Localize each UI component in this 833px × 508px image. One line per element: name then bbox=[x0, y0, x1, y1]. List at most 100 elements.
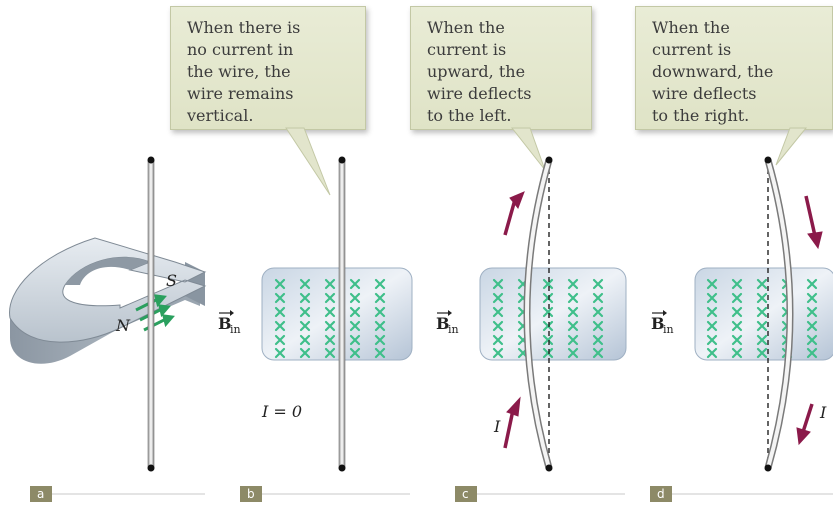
field-subscript-c: in bbox=[448, 323, 459, 336]
field-into-page-x-mark bbox=[756, 334, 768, 346]
field-into-page-x-mark bbox=[567, 347, 579, 359]
callout-pointer-c bbox=[510, 127, 546, 171]
field-into-page-x-mark bbox=[542, 292, 554, 304]
field-into-page-x-mark bbox=[324, 278, 336, 290]
field-into-page-x-mark bbox=[542, 320, 554, 332]
field-label-d: B bbox=[651, 314, 665, 333]
field-into-page-x-mark bbox=[374, 334, 386, 346]
field-into-page-x-mark bbox=[806, 306, 818, 318]
field-into-page-x-mark bbox=[567, 278, 579, 290]
field-into-page-x-mark bbox=[706, 347, 718, 359]
wire-c bbox=[523, 156, 553, 472]
panel-tag-b: b bbox=[240, 486, 410, 502]
field-into-page-x-mark bbox=[756, 306, 768, 318]
field-into-page-x-mark bbox=[492, 306, 504, 318]
field-into-page-x-mark bbox=[492, 320, 504, 332]
field-into-page-x-mark bbox=[274, 347, 286, 359]
field-into-page-x-mark bbox=[324, 347, 336, 359]
field-into-page-x-mark bbox=[492, 334, 504, 346]
svg-text:a: a bbox=[37, 487, 44, 501]
zero-current-label: I = 0 bbox=[261, 402, 302, 421]
field-into-page-x-mark bbox=[806, 292, 818, 304]
field-into-page-x-mark bbox=[299, 334, 311, 346]
field-into-page-x-mark bbox=[806, 334, 818, 346]
wire-b bbox=[338, 156, 346, 472]
magnetic-field-region-b bbox=[261, 267, 413, 361]
field-into-page-x-mark bbox=[374, 320, 386, 332]
field-into-page-x-mark bbox=[567, 334, 579, 346]
field-into-page-x-mark bbox=[324, 320, 336, 332]
field-into-page-x-mark bbox=[592, 320, 604, 332]
field-into-page-x-mark bbox=[274, 306, 286, 318]
field-into-page-x-mark bbox=[542, 334, 554, 346]
field-into-page-x-mark bbox=[324, 334, 336, 346]
field-into-page-x-mark bbox=[492, 347, 504, 359]
callout-no-current: When there is no current in the wire, th… bbox=[170, 6, 366, 130]
field-into-page-x-mark bbox=[374, 306, 386, 318]
field-into-page-x-mark bbox=[806, 278, 818, 290]
callout-pointer-b bbox=[285, 127, 331, 196]
field-x-marks-b bbox=[274, 278, 386, 359]
current-label-d: I bbox=[819, 403, 827, 422]
field-into-page-x-mark bbox=[299, 320, 311, 332]
field-into-page-x-mark bbox=[706, 278, 718, 290]
field-into-page-x-mark bbox=[731, 334, 743, 346]
svg-text:c: c bbox=[462, 487, 469, 501]
panel-tag-d: d bbox=[650, 486, 833, 502]
current-label-c: I bbox=[493, 417, 501, 436]
current-arrow-down-d bbox=[796, 195, 823, 446]
field-into-page-x-mark bbox=[567, 306, 579, 318]
field-into-page-x-mark bbox=[374, 347, 386, 359]
field-into-page-x-mark bbox=[274, 320, 286, 332]
field-x-marks-d bbox=[706, 278, 818, 359]
svg-text:b: b bbox=[247, 487, 255, 501]
magnet-south-label: S bbox=[166, 271, 177, 290]
field-label-c: B bbox=[436, 314, 450, 333]
wire-a bbox=[147, 156, 155, 472]
field-into-page-x-mark bbox=[542, 278, 554, 290]
field-subscript-b: in bbox=[230, 323, 241, 336]
field-into-page-x-mark bbox=[299, 278, 311, 290]
field-into-page-x-mark bbox=[592, 306, 604, 318]
field-into-page-x-mark bbox=[756, 347, 768, 359]
field-into-page-x-mark bbox=[806, 320, 818, 332]
callout-upward-current: When the current is upward, the wire def… bbox=[410, 6, 592, 130]
field-into-page-x-mark bbox=[806, 347, 818, 359]
field-into-page-x-mark bbox=[756, 292, 768, 304]
field-into-page-x-mark bbox=[492, 292, 504, 304]
field-into-page-x-mark bbox=[706, 320, 718, 332]
field-into-page-x-mark bbox=[756, 320, 768, 332]
current-arrow-up-c bbox=[503, 191, 525, 449]
field-into-page-x-mark bbox=[592, 334, 604, 346]
field-into-page-x-mark bbox=[299, 306, 311, 318]
field-into-page-x-mark bbox=[349, 320, 361, 332]
field-into-page-x-mark bbox=[731, 292, 743, 304]
field-into-page-x-mark bbox=[567, 292, 579, 304]
field-into-page-x-mark bbox=[731, 347, 743, 359]
field-into-page-x-mark bbox=[349, 334, 361, 346]
panel-tag-a: a bbox=[30, 486, 205, 502]
magnet-north-label: N bbox=[115, 316, 131, 335]
field-into-page-x-mark bbox=[349, 292, 361, 304]
field-into-page-x-mark bbox=[492, 278, 504, 290]
field-into-page-x-mark bbox=[592, 278, 604, 290]
field-into-page-x-mark bbox=[592, 347, 604, 359]
field-into-page-x-mark bbox=[324, 306, 336, 318]
field-into-page-x-mark bbox=[731, 320, 743, 332]
field-into-page-x-mark bbox=[731, 278, 743, 290]
field-x-marks-c bbox=[492, 278, 604, 359]
field-into-page-x-mark bbox=[274, 278, 286, 290]
field-into-page-x-mark bbox=[706, 334, 718, 346]
field-into-page-x-mark bbox=[274, 292, 286, 304]
svg-text:d: d bbox=[657, 487, 665, 501]
field-into-page-x-mark bbox=[731, 306, 743, 318]
field-into-page-x-mark bbox=[374, 292, 386, 304]
field-into-page-x-mark bbox=[706, 306, 718, 318]
wire-d bbox=[764, 156, 794, 472]
field-into-page-x-mark bbox=[349, 278, 361, 290]
field-into-page-x-mark bbox=[274, 334, 286, 346]
field-into-page-x-mark bbox=[299, 347, 311, 359]
field-label-b: B bbox=[218, 314, 232, 333]
horseshoe-magnet: S N bbox=[9, 237, 207, 364]
